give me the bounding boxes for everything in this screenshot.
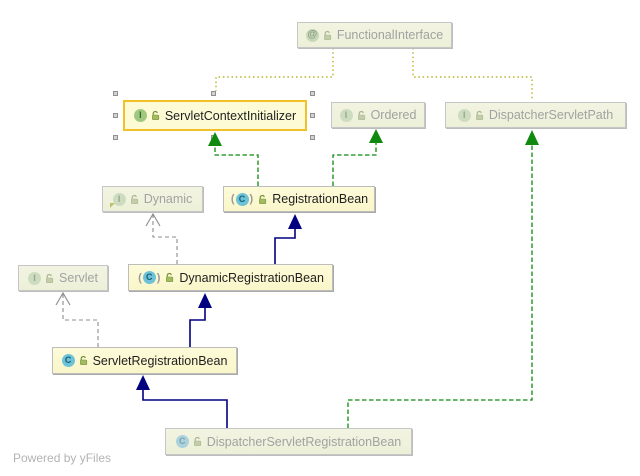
node-label: FunctionalInterface bbox=[336, 28, 444, 42]
arrowhead-implements-dispatcherservletpath bbox=[525, 130, 539, 145]
node-dispatcher-servlet-registration-bean[interactable]: C DispatcherServletRegistrationBean bbox=[165, 428, 412, 455]
edge-extends-dispatcherservletregistrationbean-servletregistrationbean bbox=[142, 390, 228, 428]
unlocked-padlock-icon bbox=[193, 436, 203, 447]
class-icon: C bbox=[61, 354, 89, 367]
node-dynamic-registration-bean[interactable]: ( C ) DynamicRegistrationBean bbox=[128, 264, 333, 291]
selection-handle-top-right[interactable] bbox=[310, 91, 315, 96]
selection-handle-top-left[interactable] bbox=[113, 91, 118, 96]
edge-annotation-functionalinterface-servletcontextinitializer bbox=[215, 48, 334, 91]
edge-implements-dispatcherservletregistrationbean-dispatcherservletpath bbox=[347, 145, 533, 428]
abstract-class-icon: ( C ) bbox=[230, 192, 268, 206]
selection-handle-left-mid[interactable] bbox=[113, 113, 118, 118]
node-label: DispatcherServletPath bbox=[488, 108, 614, 122]
edge-implements-registrationbean-servletcontextinitializer bbox=[214, 146, 259, 186]
interface-icon: I bbox=[28, 271, 55, 285]
node-servlet[interactable]: I Servlet bbox=[18, 265, 108, 291]
interface-icon: I bbox=[339, 108, 367, 122]
node-servlet-context-initializer[interactable]: I ServletContextInitializer bbox=[123, 100, 307, 131]
interface-icon: I bbox=[133, 109, 161, 122]
unlocked-padlock-icon bbox=[130, 194, 140, 205]
edge-annotation-functionalinterface-dispatcherservletpath bbox=[412, 48, 533, 101]
yfiles-watermark: Powered by yFiles bbox=[13, 451, 112, 465]
selection-handle-right-mid[interactable] bbox=[310, 113, 315, 118]
arrowhead-implements-dynamic bbox=[145, 212, 161, 227]
node-label: DispatcherServletRegistrationBean bbox=[206, 434, 402, 449]
node-functional-interface[interactable]: @ FunctionalInterface bbox=[297, 22, 452, 48]
node-servlet-registration-bean[interactable]: C ServletRegistrationBean bbox=[52, 347, 237, 374]
arrowhead-extends-servletregistrationbean bbox=[136, 375, 150, 390]
selection-handle-bottom-right[interactable] bbox=[310, 135, 315, 140]
arrowhead-extends-dynamicregistrationbean bbox=[198, 293, 212, 308]
node-dispatcher-servlet-path[interactable]: I DispatcherServletPath bbox=[445, 102, 626, 128]
unlocked-padlock-icon bbox=[45, 273, 55, 284]
unlocked-padlock-icon bbox=[151, 110, 161, 121]
node-label: Dynamic bbox=[143, 192, 193, 206]
arrowhead-implements-servletcontextinitializer bbox=[208, 132, 222, 146]
selection-handle-top-mid[interactable] bbox=[211, 91, 216, 96]
interface-icon: I bbox=[457, 108, 485, 122]
unlocked-padlock-icon bbox=[165, 272, 175, 283]
unlocked-padlock-icon bbox=[357, 110, 367, 121]
node-label: ServletRegistrationBean bbox=[92, 353, 228, 368]
edge-extends-dynamicregistrationbean-registrationbean bbox=[274, 229, 296, 264]
node-label: DynamicRegistrationBean bbox=[179, 270, 324, 285]
unlocked-padlock-icon bbox=[258, 194, 268, 205]
node-ordered[interactable]: I Ordered bbox=[331, 102, 425, 128]
abstract-class-icon: ( C ) bbox=[137, 271, 175, 284]
unlocked-padlock-icon bbox=[475, 110, 485, 121]
node-registration-bean[interactable]: ( C ) RegistrationBean bbox=[223, 186, 375, 212]
edge-extends-servletregistrationbean-dynamicregistrationbean bbox=[189, 308, 206, 347]
node-label: ServletContextInitializer bbox=[164, 108, 297, 123]
node-label: Servlet bbox=[59, 271, 98, 285]
edge-implements-servletregistrationbean-servlet bbox=[62, 294, 99, 347]
edge-implements-dynamicregistrationbean-dynamic bbox=[152, 215, 178, 264]
node-dynamic[interactable]: I Dynamic bbox=[102, 186, 203, 212]
arrowhead-implements-servlet bbox=[55, 291, 71, 306]
edge-implements-registrationbean-ordered bbox=[332, 143, 377, 186]
arrowhead-implements-ordered bbox=[369, 129, 383, 143]
class-icon: C bbox=[175, 435, 203, 448]
selection-handle-bottom-left[interactable] bbox=[113, 135, 118, 140]
unlocked-padlock-icon bbox=[323, 30, 333, 41]
unlocked-padlock-icon bbox=[79, 355, 89, 366]
node-label: RegistrationBean bbox=[272, 192, 369, 206]
annotation-icon: @ bbox=[305, 28, 333, 42]
node-label: Ordered bbox=[370, 108, 417, 122]
nested-class-marker-icon bbox=[109, 202, 115, 208]
arrowhead-extends-registrationbean bbox=[288, 214, 302, 229]
nested-interface-icon: I bbox=[109, 192, 140, 208]
